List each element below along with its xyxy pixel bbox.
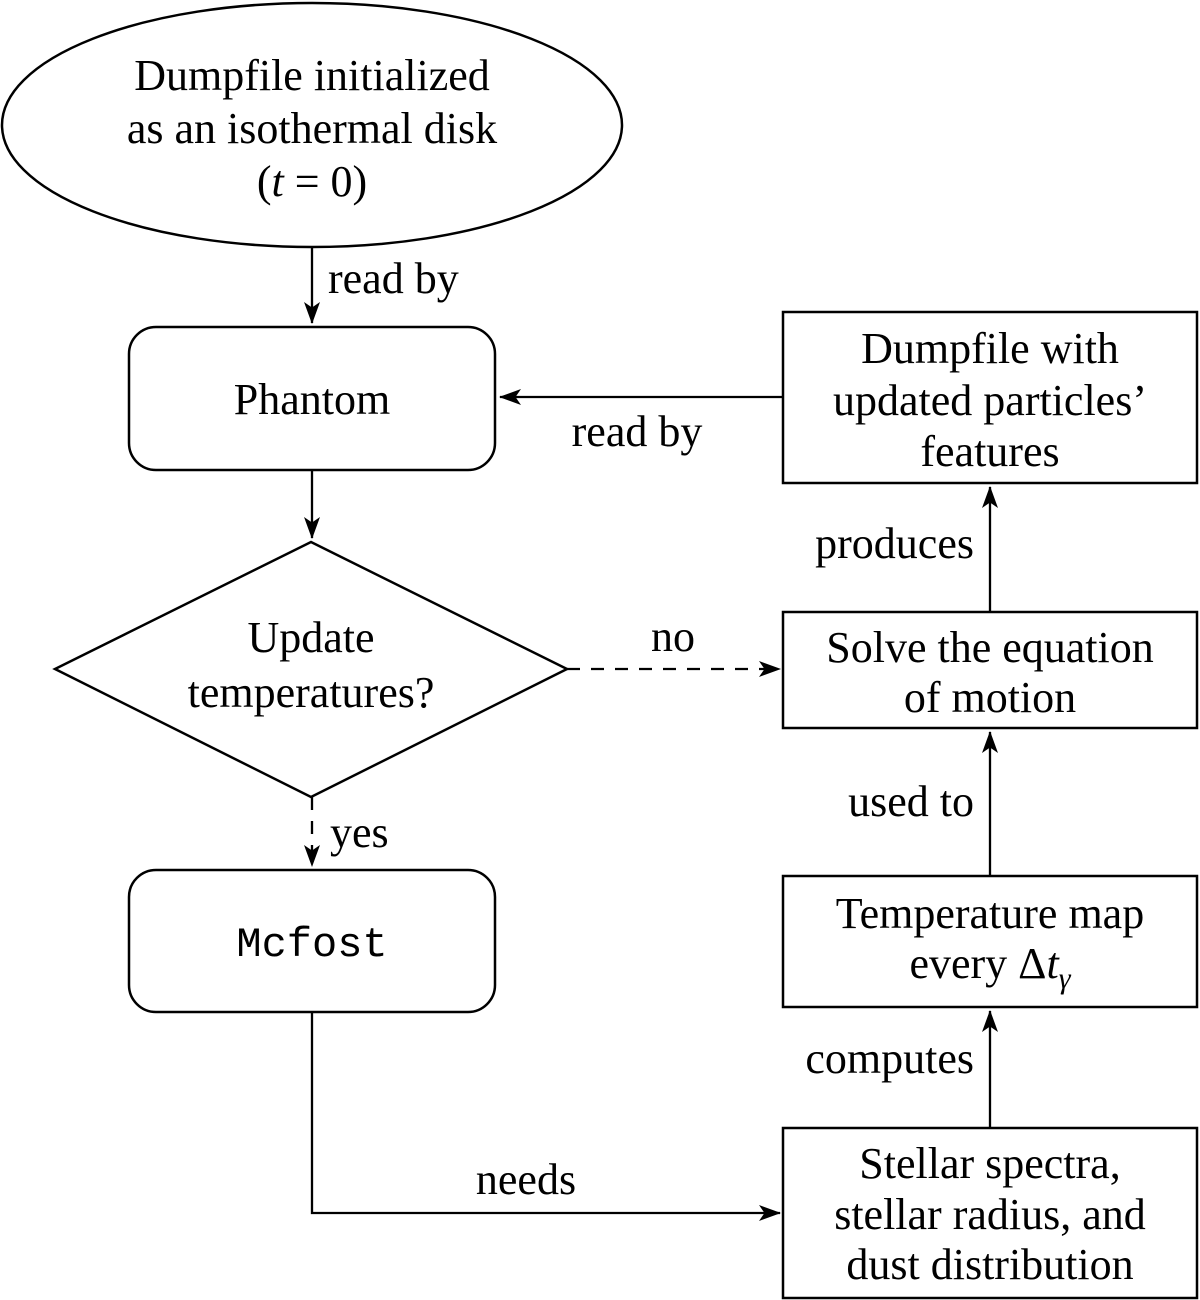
edge-label-produces: produces <box>815 519 974 568</box>
edge-start-to-phantom: read by <box>304 247 459 324</box>
edge-label-used-to: used to <box>848 777 974 826</box>
start-line-1: Dumpfile initialized <box>134 51 490 100</box>
temperature-map-subscript-gamma: γ <box>1059 962 1072 995</box>
decision-line-1: Update <box>247 613 374 662</box>
edge-label-no: no <box>651 612 695 661</box>
node-mcfost: Mcfost <box>127 868 497 1014</box>
node-solve-motion: Solve the equation of motion <box>781 610 1199 730</box>
equation-open: ( <box>257 157 272 206</box>
edge-solve-produces: produces <box>815 486 998 612</box>
edge-label-yes: yes <box>330 808 389 857</box>
solve-motion-line-1: Solve the equation <box>826 623 1154 672</box>
start-line-equation: (t = 0) <box>257 157 367 206</box>
edge-decision-yes: yes <box>304 797 389 867</box>
edge-label-needs: needs <box>476 1155 576 1204</box>
edge-dumpfile-to-phantom: read by <box>499 389 783 456</box>
stellar-inputs-line-1: Stellar spectra, <box>859 1139 1120 1188</box>
edge-temperature-used-to: used to <box>848 731 998 876</box>
mcfost-label: Mcfost <box>236 921 387 969</box>
start-ellipse <box>0 1 624 249</box>
temperature-map-line-1: Temperature map <box>836 889 1144 938</box>
dumpfile-updated-line-1: Dumpfile with <box>861 324 1119 373</box>
edge-line-mcfost-needs <box>310 1012 781 1221</box>
edge-label-read-by-right: read by <box>572 407 703 456</box>
node-phantom: Phantom <box>127 325 497 472</box>
edge-mcfost-needs: needs <box>310 1012 781 1221</box>
dumpfile-updated-box <box>781 310 1199 485</box>
node-start-dumpfile: Dumpfile initialized as an isothermal di… <box>0 1 624 249</box>
dumpfile-updated-line-2: updated particles’ <box>833 376 1147 425</box>
stellar-inputs-line-3: dust distribution <box>846 1240 1133 1289</box>
equation-rest: = 0) <box>284 157 367 206</box>
solve-motion-line-2: of motion <box>904 673 1076 722</box>
edge-decision-no: no <box>567 612 781 677</box>
temperature-map-box <box>781 874 1199 1009</box>
dumpfile-updated-line-3: features <box>920 427 1059 476</box>
equation-variable-t: t <box>271 157 285 206</box>
phantom-box <box>127 325 497 472</box>
start-line-2: as an isothermal disk <box>127 104 497 153</box>
node-decision-update-temperatures: Update temperatures? <box>52 540 570 799</box>
solve-motion-box <box>781 610 1199 730</box>
temperature-map-line-2-prefix: every Δ <box>909 939 1046 988</box>
stellar-inputs-line-2: stellar radius, and <box>834 1190 1146 1239</box>
mcfost-box <box>127 868 497 1014</box>
temperature-map-variable-t: t <box>1046 939 1060 988</box>
phantom-label: Phantom <box>234 375 390 424</box>
decision-line-2: temperatures? <box>188 668 435 717</box>
node-dumpfile-updated: Dumpfile with updated particles’ feature… <box>781 310 1199 485</box>
node-temperature-map: Temperature map every Δtγ <box>781 874 1199 1009</box>
temperature-map-line-2: every Δtγ <box>909 939 1071 995</box>
node-stellar-inputs: Stellar spectra, stellar radius, and dus… <box>781 1126 1199 1300</box>
edge-stellar-computes: computes <box>805 1010 998 1128</box>
edge-label-computes: computes <box>805 1034 974 1083</box>
stellar-inputs-box <box>781 1126 1199 1300</box>
decision-diamond <box>52 540 570 799</box>
edge-label-read-by-top: read by <box>328 254 459 303</box>
